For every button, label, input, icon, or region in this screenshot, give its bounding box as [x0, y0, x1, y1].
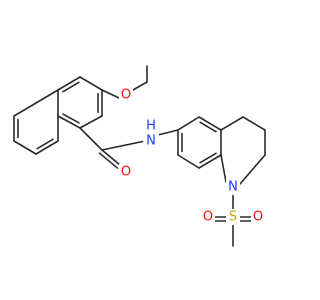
bond-ring-a-3-inner: [62, 81, 80, 93]
sulfonyl-oxygen-left-label: O: [203, 210, 213, 225]
bond-nitrogen-aryl: [157, 129, 179, 136]
sulfonyl-oxygen-right-label: O: [253, 210, 263, 225]
amide-hydrogen-label: H: [146, 119, 156, 134]
structure-diagram: O O H N N S O O: [13, 65, 266, 247]
bond-ring-q-4: [198, 154, 222, 169]
atom-sulfonyl-oxygen-right: O: [251, 209, 265, 225]
bond-ring-b-2-inner: [36, 138, 54, 150]
bond-ether-ch2: [132, 81, 148, 91]
bond-sat-5: [220, 154, 227, 183]
atom-ether-oxygen: O: [119, 87, 133, 103]
ring-nitrogen-label: N: [228, 180, 238, 195]
bond-aryl-ether: [101, 89, 120, 99]
atom-ring-nitrogen: N: [226, 179, 240, 195]
bond-ring-a-3: [57, 76, 81, 91]
bond-carbonyl-double-b: [98, 152, 119, 169]
bond-sat-2: [242, 116, 266, 131]
bond-sat-4: [239, 154, 266, 185]
bond-ring-q-5: [177, 154, 200, 169]
ether-oxygen-label: O: [121, 88, 131, 103]
amide-nitrogen-label: N: [146, 134, 156, 149]
bond-ring-b-2: [35, 140, 59, 155]
sulfur-label: S: [229, 210, 237, 225]
bond-carbonyl-nitrogen: [101, 140, 146, 151]
bond-ring-a-2: [79, 76, 103, 91]
bond-ring-b-5: [13, 102, 37, 117]
bond-ring-a-5: [57, 115, 81, 129]
bond-ring-b-6: [35, 89, 59, 104]
bond-ring-q-1: [177, 116, 200, 131]
atom-sulfur: S: [226, 209, 240, 225]
bond-aryl-carbonyl: [79, 127, 103, 151]
bond-ring-q-4-inner: [199, 152, 217, 164]
bond-carbonyl-double-a: [101, 149, 121, 166]
bond-sat-1: [220, 116, 244, 131]
bond-ring-q-2: [198, 116, 222, 131]
atom-amide-nitrogen: H N: [143, 118, 159, 150]
carbonyl-oxygen-label: O: [121, 165, 131, 180]
atom-sulfonyl-oxygen-left: O: [201, 209, 215, 225]
bond-layer: [13, 65, 266, 247]
bond-ring-a-5-inner: [62, 113, 80, 124]
molecule-canvas: O O H N N S O O: [13, 65, 266, 247]
bond-ring-b-3: [13, 140, 37, 155]
atom-carbonyl-oxygen: O: [119, 164, 133, 180]
bond-ring-q-2-inner: [199, 121, 217, 133]
bond-ring-a-6: [79, 115, 103, 129]
